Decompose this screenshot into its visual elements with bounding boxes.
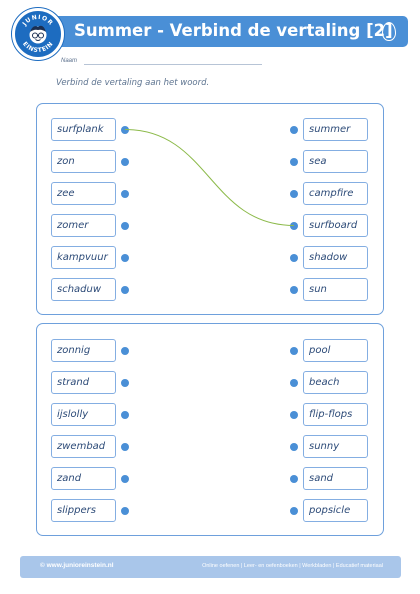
svg-text:JUNIOR: JUNIOR xyxy=(21,14,55,28)
right-connector-dot[interactable] xyxy=(290,474,298,483)
footer-bar: © www.junioreinstein.nl Online oefenen |… xyxy=(20,556,401,578)
dutch-word-box[interactable]: zee xyxy=(51,182,116,205)
right-connector-dot[interactable] xyxy=(290,253,298,262)
dutch-word-box[interactable]: zomer xyxy=(51,214,116,237)
right-connector-dot[interactable] xyxy=(290,506,298,515)
left-connector-dot[interactable] xyxy=(121,346,129,355)
dutch-word-box[interactable]: strand xyxy=(51,371,116,394)
dutch-word-box[interactable]: ijslolly xyxy=(51,403,116,426)
english-word-box[interactable]: campfire xyxy=(303,182,368,205)
left-connector-dot[interactable] xyxy=(121,221,129,230)
english-word-box[interactable]: sea xyxy=(303,150,368,173)
junior-einstein-logo: JUNIOR EINSTEIN xyxy=(12,8,64,60)
left-connector-dot[interactable] xyxy=(121,506,129,515)
dutch-word-box[interactable]: zwembad xyxy=(51,435,116,458)
english-word-box[interactable]: summer xyxy=(303,118,368,141)
left-connector-dot[interactable] xyxy=(121,442,129,451)
english-word-box[interactable]: pool xyxy=(303,339,368,362)
english-word-box[interactable]: shadow xyxy=(303,246,368,269)
dutch-word-box[interactable]: zon xyxy=(51,150,116,173)
right-connector-dot[interactable] xyxy=(290,346,298,355)
right-connector-dot[interactable] xyxy=(290,125,298,134)
footer-links[interactable]: Online oefenen | Leer- en oefenboeken | … xyxy=(202,562,383,569)
right-connector-dot[interactable] xyxy=(290,410,298,419)
english-word-box[interactable]: popsicle xyxy=(303,499,368,522)
english-word-box[interactable]: beach xyxy=(303,371,368,394)
egg-icon xyxy=(382,22,396,41)
english-word-box[interactable]: sunny xyxy=(303,435,368,458)
left-connector-dot[interactable] xyxy=(121,378,129,387)
dutch-word-box[interactable]: zand xyxy=(51,467,116,490)
left-connector-dot[interactable] xyxy=(121,285,129,294)
left-connector-dot[interactable] xyxy=(121,474,129,483)
right-connector-dot[interactable] xyxy=(290,189,298,198)
dutch-word-box[interactable]: kampvuur xyxy=(51,246,116,269)
page-title: Summer - Verbind de vertaling [2] xyxy=(74,21,393,40)
right-connector-dot[interactable] xyxy=(290,285,298,294)
left-connector-dot[interactable] xyxy=(121,125,129,134)
english-word-box[interactable]: flip-flops xyxy=(303,403,368,426)
exercise-section-2 xyxy=(36,323,384,536)
left-connector-dot[interactable] xyxy=(121,253,129,262)
dutch-word-box[interactable]: zonnig xyxy=(51,339,116,362)
exercise-section-1 xyxy=(36,103,384,315)
english-word-box[interactable]: sun xyxy=(303,278,368,301)
english-word-box[interactable]: surfboard xyxy=(303,214,368,237)
dutch-word-box[interactable]: schaduw xyxy=(51,278,116,301)
dutch-word-box[interactable]: surfplank xyxy=(51,118,116,141)
right-connector-dot[interactable] xyxy=(290,157,298,166)
english-word-box[interactable]: sand xyxy=(303,467,368,490)
name-input-line[interactable] xyxy=(84,64,262,65)
right-connector-dot[interactable] xyxy=(290,221,298,230)
right-connector-dot[interactable] xyxy=(290,378,298,387)
left-connector-dot[interactable] xyxy=(121,410,129,419)
instruction-text: Verbind de vertaling aan het woord. xyxy=(56,78,210,88)
left-connector-dot[interactable] xyxy=(121,189,129,198)
footer-site-link[interactable]: © www.junioreinstein.nl xyxy=(40,562,114,569)
title-bar: Summer - Verbind de vertaling [2] xyxy=(44,16,408,47)
left-connector-dot[interactable] xyxy=(121,157,129,166)
dutch-word-box[interactable]: slippers xyxy=(51,499,116,522)
name-label: Naam xyxy=(61,58,78,64)
right-connector-dot[interactable] xyxy=(290,442,298,451)
